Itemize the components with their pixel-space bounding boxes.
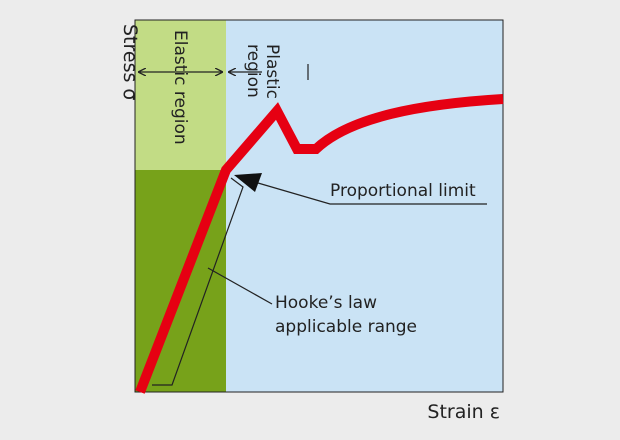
x-axis-label: Strain ε: [427, 401, 500, 423]
hookes-law-label-line1: Hooke’s law: [275, 293, 377, 313]
hookes-law-label-line2: applicable range: [275, 317, 417, 337]
y-axis-label: Stress σ: [119, 24, 141, 100]
plastic-region-label-line1: Plastic: [262, 44, 282, 99]
hookes-law-bracket: [152, 177, 244, 386]
hookes-law-leader-line: [207, 267, 273, 305]
stress-strain-curve: [135, 94, 504, 394]
proportional-limit-arrowhead: [234, 173, 262, 192]
elastic-region-label: Elastic region: [170, 30, 190, 145]
proportional-limit-label: Proportional limit: [330, 181, 476, 201]
proportional-limit-leader: [257, 182, 487, 205]
plastic-region-label-line2: region: [243, 44, 263, 98]
plot-frame: [134, 19, 504, 393]
elastic-region-upper-background: [135, 20, 226, 170]
